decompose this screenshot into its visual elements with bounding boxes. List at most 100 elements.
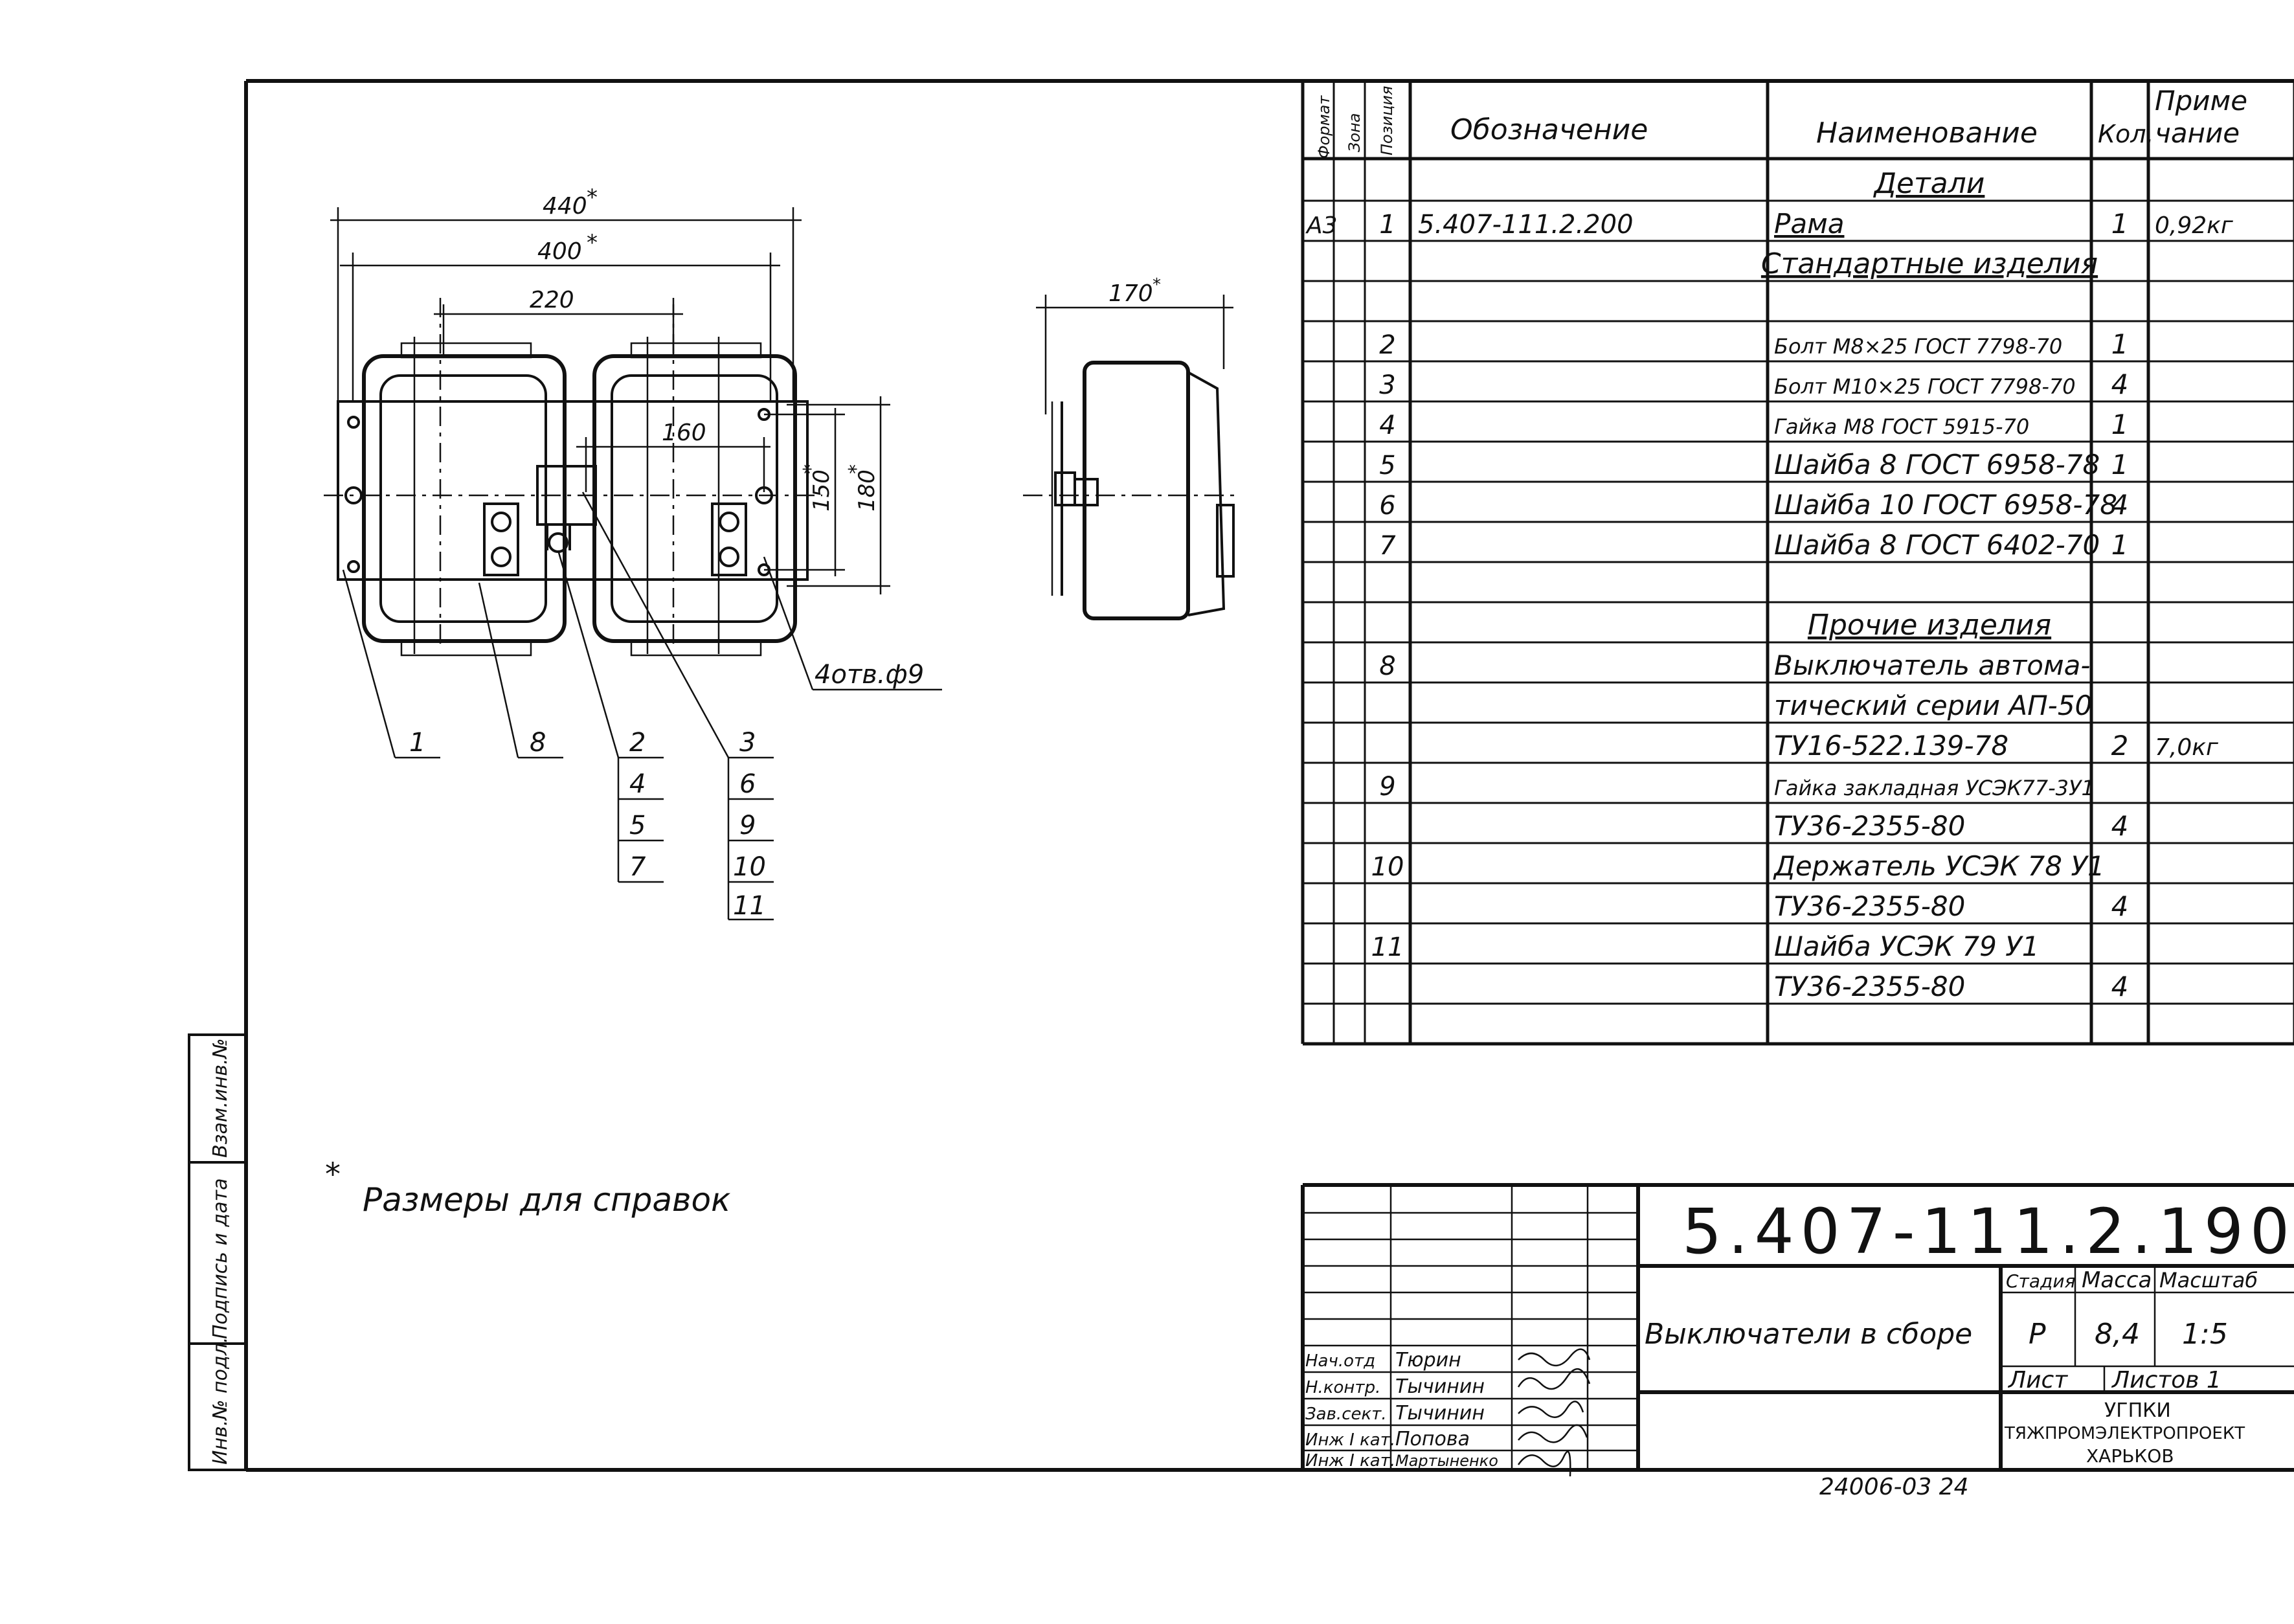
callout-2: 2 [629,728,646,758]
stage-value: Р [2029,1318,2046,1351]
signer-role-1: Нач.отд [1305,1351,1375,1371]
spec-header-qty: Кол. [2098,120,2154,148]
spec-row-qty: 4 [2111,810,2129,842]
spec-row-name: ТУ16-522.139-78 [1774,730,2008,761]
spec-row-name: Болт М8×25 ГОСТ 7798-70 [1774,334,2062,359]
document-number: 5.407-111.2.190 [1682,1195,2294,1268]
spec-row-designation: 5.407-111.2.200 [1418,210,1634,240]
spec-header-designation: Обозначение [1450,113,1648,146]
spec-row-section: Детали [1873,167,1985,200]
spec-row-qty: 1 [2111,328,2129,360]
dim-440-star: * [587,185,598,210]
dim-400-star: * [587,230,598,256]
org-line-3: ХАРЬКОВ [2086,1445,2174,1467]
note-star: * [325,1156,341,1193]
spec-row-position: 8 [1379,651,1395,681]
side-stamp-sign-date: Подпись и дата [209,1179,232,1340]
signature-1 [1518,1348,1591,1366]
spec-row-name: Шайба 8 ГОСТ 6402-70 [1774,529,2100,561]
spec-header-note-2: чание [2155,117,2240,149]
signer-role-4: Инж I кат. [1305,1430,1395,1450]
spec-row-position: 5 [1379,451,1395,480]
spec-row-name: тический серии АП-50 [1774,690,2092,721]
callout-1: 1 [409,728,425,758]
spec-row-section: Прочие изделия [1808,609,2051,642]
title-block: 5.407-111.2.190 Выключатели в сборе Стад… [1301,1183,2294,1500]
signature-3 [1518,1401,1584,1418]
signer-role-3: Зав.сект. [1305,1404,1387,1424]
specification-table: Формат Зона Позиция Обозначение Наименов… [1301,81,2294,1046]
spec-row-format: A3 [1305,212,1338,239]
callout-9: 9 [739,811,756,840]
spec-row-qty: 1 [2111,208,2129,240]
signer-name-2: Тычинин [1395,1375,1485,1398]
signer-name-3: Тычинин [1395,1402,1485,1425]
spec-row-position: 3 [1379,370,1395,400]
spec-row-section: Стандартные изделия [1761,247,2098,280]
spec-row-qty: 1 [2111,529,2129,561]
spec-header-zone: Зона [1345,113,1364,152]
callout-10: 10 [733,852,766,882]
scale-value: 1:5 [2182,1318,2228,1351]
dimension-lines: 440 * 400 * 220 160 150 * 180 * 170 [330,185,1233,691]
spec-row-name: Выключатель автома- [1774,649,2091,681]
callout-3: 3 [739,728,756,758]
document-title: Выключатели в сборе [1645,1318,1972,1351]
org-line-1: УГПКИ [2104,1399,2171,1422]
signature-5 [1517,1450,1571,1477]
spec-row-name: Шайба 10 ГОСТ 6958-78 [1774,489,2117,521]
side-stamp-inv: Инв.№ подл. [209,1337,232,1465]
callout-5: 5 [629,811,646,840]
dim-180-star: * [845,464,868,474]
spec-row-name: Гайка М8 ГОСТ 5915-70 [1774,414,2029,439]
callout-6: 6 [739,769,756,799]
callouts: 1 8 2 4 5 7 3 6 9 10 11 [342,491,774,921]
spec-row-position: 10 [1371,852,1404,882]
side-stamp-replace: Взам.инв.№ [209,1038,232,1158]
dim-160: 160 [662,420,706,446]
signature-2 [1517,1368,1591,1390]
spec-row-qty: 4 [2111,489,2129,521]
spec-row-position: 11 [1371,932,1404,962]
callout-11: 11 [733,891,766,921]
spec-row-note: 7,0кг [2155,734,2219,761]
sheet-label: Лист [2007,1367,2068,1393]
spec-header-format: Формат [1315,95,1333,159]
spec-row-position: 4 [1379,411,1395,440]
signer-role-2: Н.контр. [1305,1378,1380,1397]
spec-row-name: Рама [1774,208,1845,240]
callout-4: 4 [629,769,646,799]
spec-row-note: 0,92кг [2155,212,2234,239]
callout-7: 7 [629,852,646,882]
dim-440: 440 [543,193,587,220]
signer-name-4: Попова [1395,1428,1470,1450]
dim-150-star: * [800,464,822,474]
sheets-label: Листов 1 [2111,1367,2221,1393]
spec-row-name: Болт М10×25 ГОСТ 7798-70 [1774,374,2076,399]
spec-row-position: 9 [1379,772,1395,802]
mass-value: 8,4 [2095,1318,2140,1351]
spec-row-name: Шайба УСЭК 79 У1 [1774,930,2039,962]
spec-header-note-1: Приме [2155,85,2247,117]
stage-label: Стадия [2006,1270,2075,1292]
spec-row-qty: 1 [2111,409,2129,440]
dim-170: 170 [1108,280,1153,307]
spec-row-position: 6 [1379,491,1395,521]
spec-header-position: Позиция [1378,86,1396,155]
org-line-2: ТЯЖПРОМЭЛЕКТРОПРОЕКТ [2004,1424,2245,1443]
scale-label: Масштаб [2159,1268,2258,1292]
spec-row-name: ТУ36-2355-80 [1774,810,1965,842]
spec-header-name: Наименование [1816,117,2038,150]
side-stamp: Взам.инв.№ Подпись и дата Инв.№ подл. [188,1033,247,1471]
spec-row-qty: 4 [2111,890,2129,922]
spec-row-name: ТУ36-2355-80 [1774,890,1965,922]
dim-150: 150 [809,469,835,512]
reference-note: * Размеры для справок [325,1156,730,1219]
side-view [1023,361,1237,620]
signature-4 [1518,1424,1588,1443]
spec-row-name: Шайба 8 ГОСТ 6958-78 [1774,449,2100,480]
spec-row-qty: 4 [2111,971,2129,1002]
dim-220: 220 [530,287,574,313]
spec-row-name: Гайка закладная УСЭК77-3У1 [1774,776,2095,800]
